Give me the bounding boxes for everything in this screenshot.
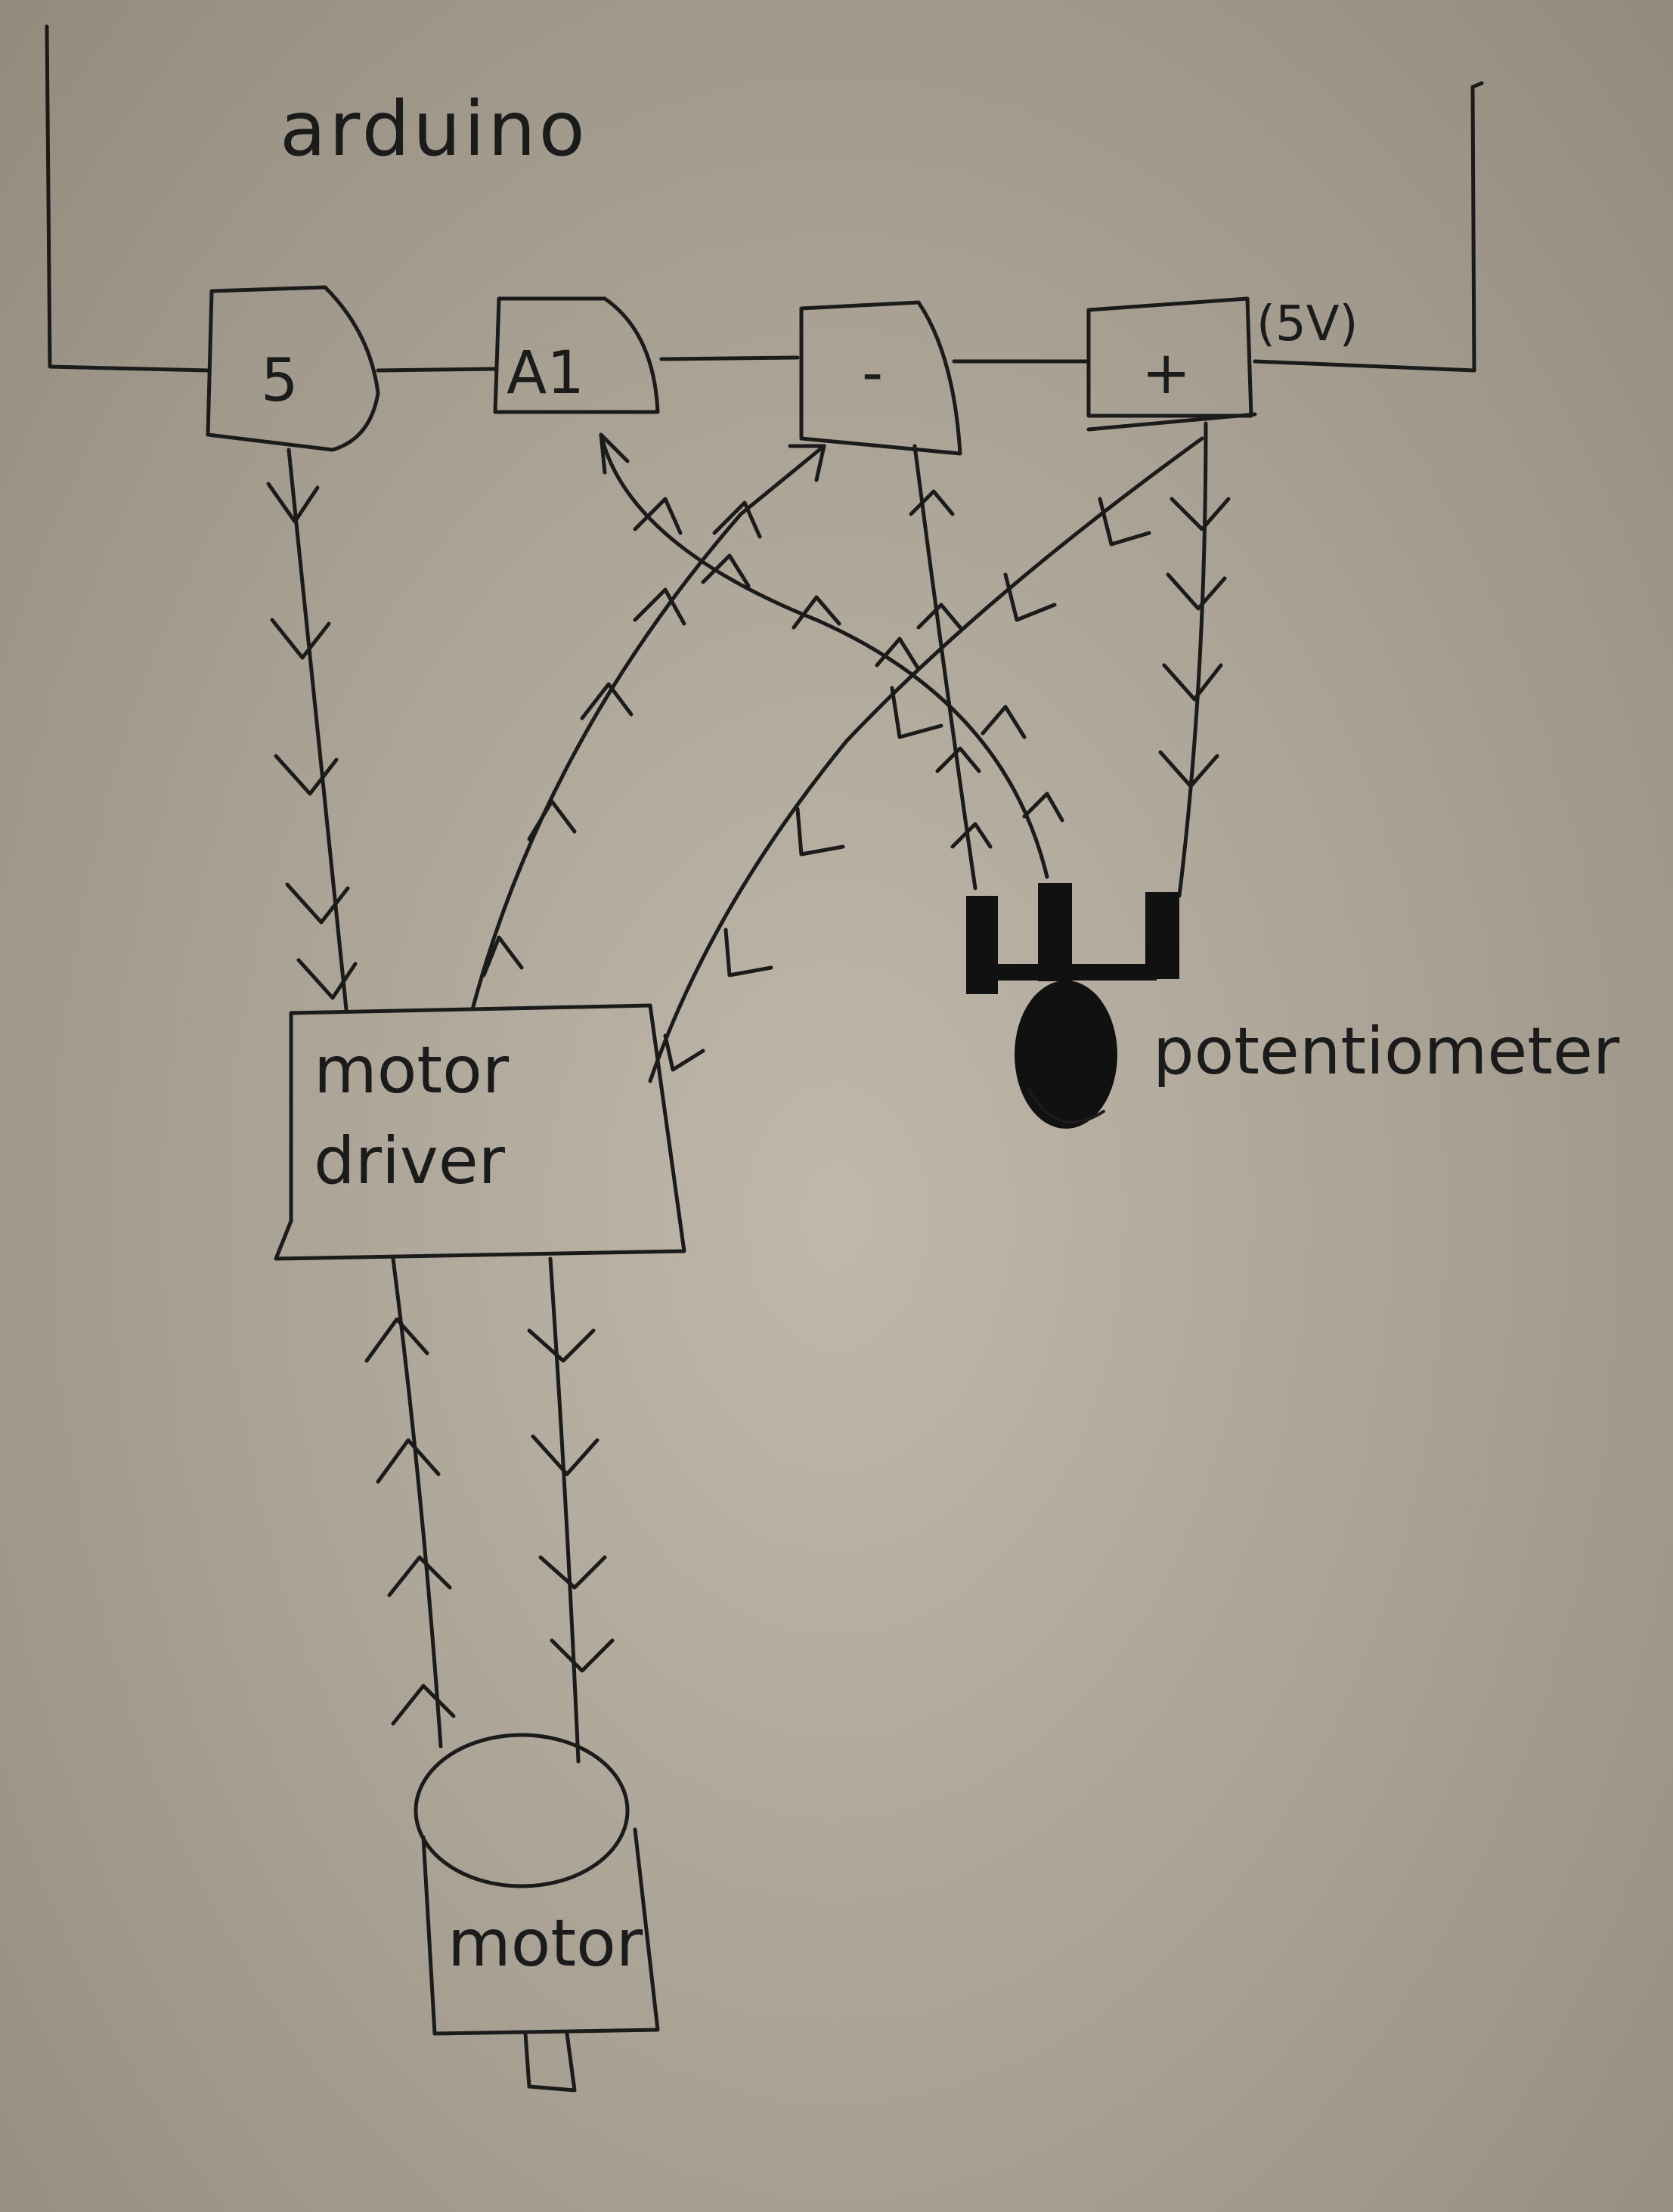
motor bbox=[414, 1733, 660, 2093]
wire-minus-to-pot bbox=[912, 444, 977, 891]
wire-driver-to-motor bbox=[548, 1256, 581, 1764]
pin-minus-label: - bbox=[862, 339, 883, 407]
motor-driver-label-line1: motor bbox=[314, 1033, 510, 1108]
arduino-label: arduino bbox=[280, 85, 588, 173]
pin-5-label: 5 bbox=[261, 347, 299, 415]
wire-motor-to-driver-arrows bbox=[364, 1317, 456, 1726]
wire-plus-to-pot-arrows bbox=[1158, 497, 1231, 788]
wire-motor-to-driver bbox=[391, 1256, 443, 1749]
wire-pot-to-a1 bbox=[599, 432, 1049, 879]
wire-minus-to-pot-arrows bbox=[909, 489, 993, 849]
voltage-label: (5V) bbox=[1256, 296, 1358, 352]
potentiometer bbox=[966, 883, 1179, 1129]
pin-plus-box bbox=[1086, 296, 1257, 432]
pin-a1-label: A1 bbox=[507, 339, 584, 407]
wire-plus-to-driver bbox=[648, 436, 1204, 1083]
pin-minus-box bbox=[799, 300, 962, 456]
wire-pot-to-a1-arrows bbox=[599, 432, 1064, 823]
motor-body bbox=[421, 1827, 660, 2036]
motor-shaft bbox=[523, 2031, 577, 2093]
pin-5-box bbox=[206, 285, 380, 452]
wire-pin5-arrows bbox=[266, 482, 358, 1000]
pin-plus-label: + bbox=[1142, 339, 1191, 407]
motor-driver-label-line2: driver bbox=[314, 1123, 506, 1199]
pot-knob bbox=[1015, 981, 1117, 1129]
motor-driver-box bbox=[274, 1003, 686, 1261]
pin-a1-box bbox=[493, 296, 660, 414]
wire-driver-to-minus-arrows bbox=[482, 444, 826, 977]
motor-label: motor bbox=[448, 1906, 643, 1981]
wire-driver-to-minus bbox=[470, 444, 826, 1012]
pot-bar bbox=[990, 964, 1157, 981]
wire-plus-to-driver-arrows bbox=[663, 497, 1151, 1072]
wire-driver-to-motor-arrows bbox=[527, 1328, 615, 1673]
wire-plus-to-pot bbox=[1177, 421, 1208, 898]
motor-top bbox=[414, 1733, 630, 1888]
arduino-board-outline bbox=[45, 24, 1484, 373]
potentiometer-label: potentiometer bbox=[1153, 1014, 1620, 1089]
wire-pin5-to-driver bbox=[287, 448, 349, 1012]
